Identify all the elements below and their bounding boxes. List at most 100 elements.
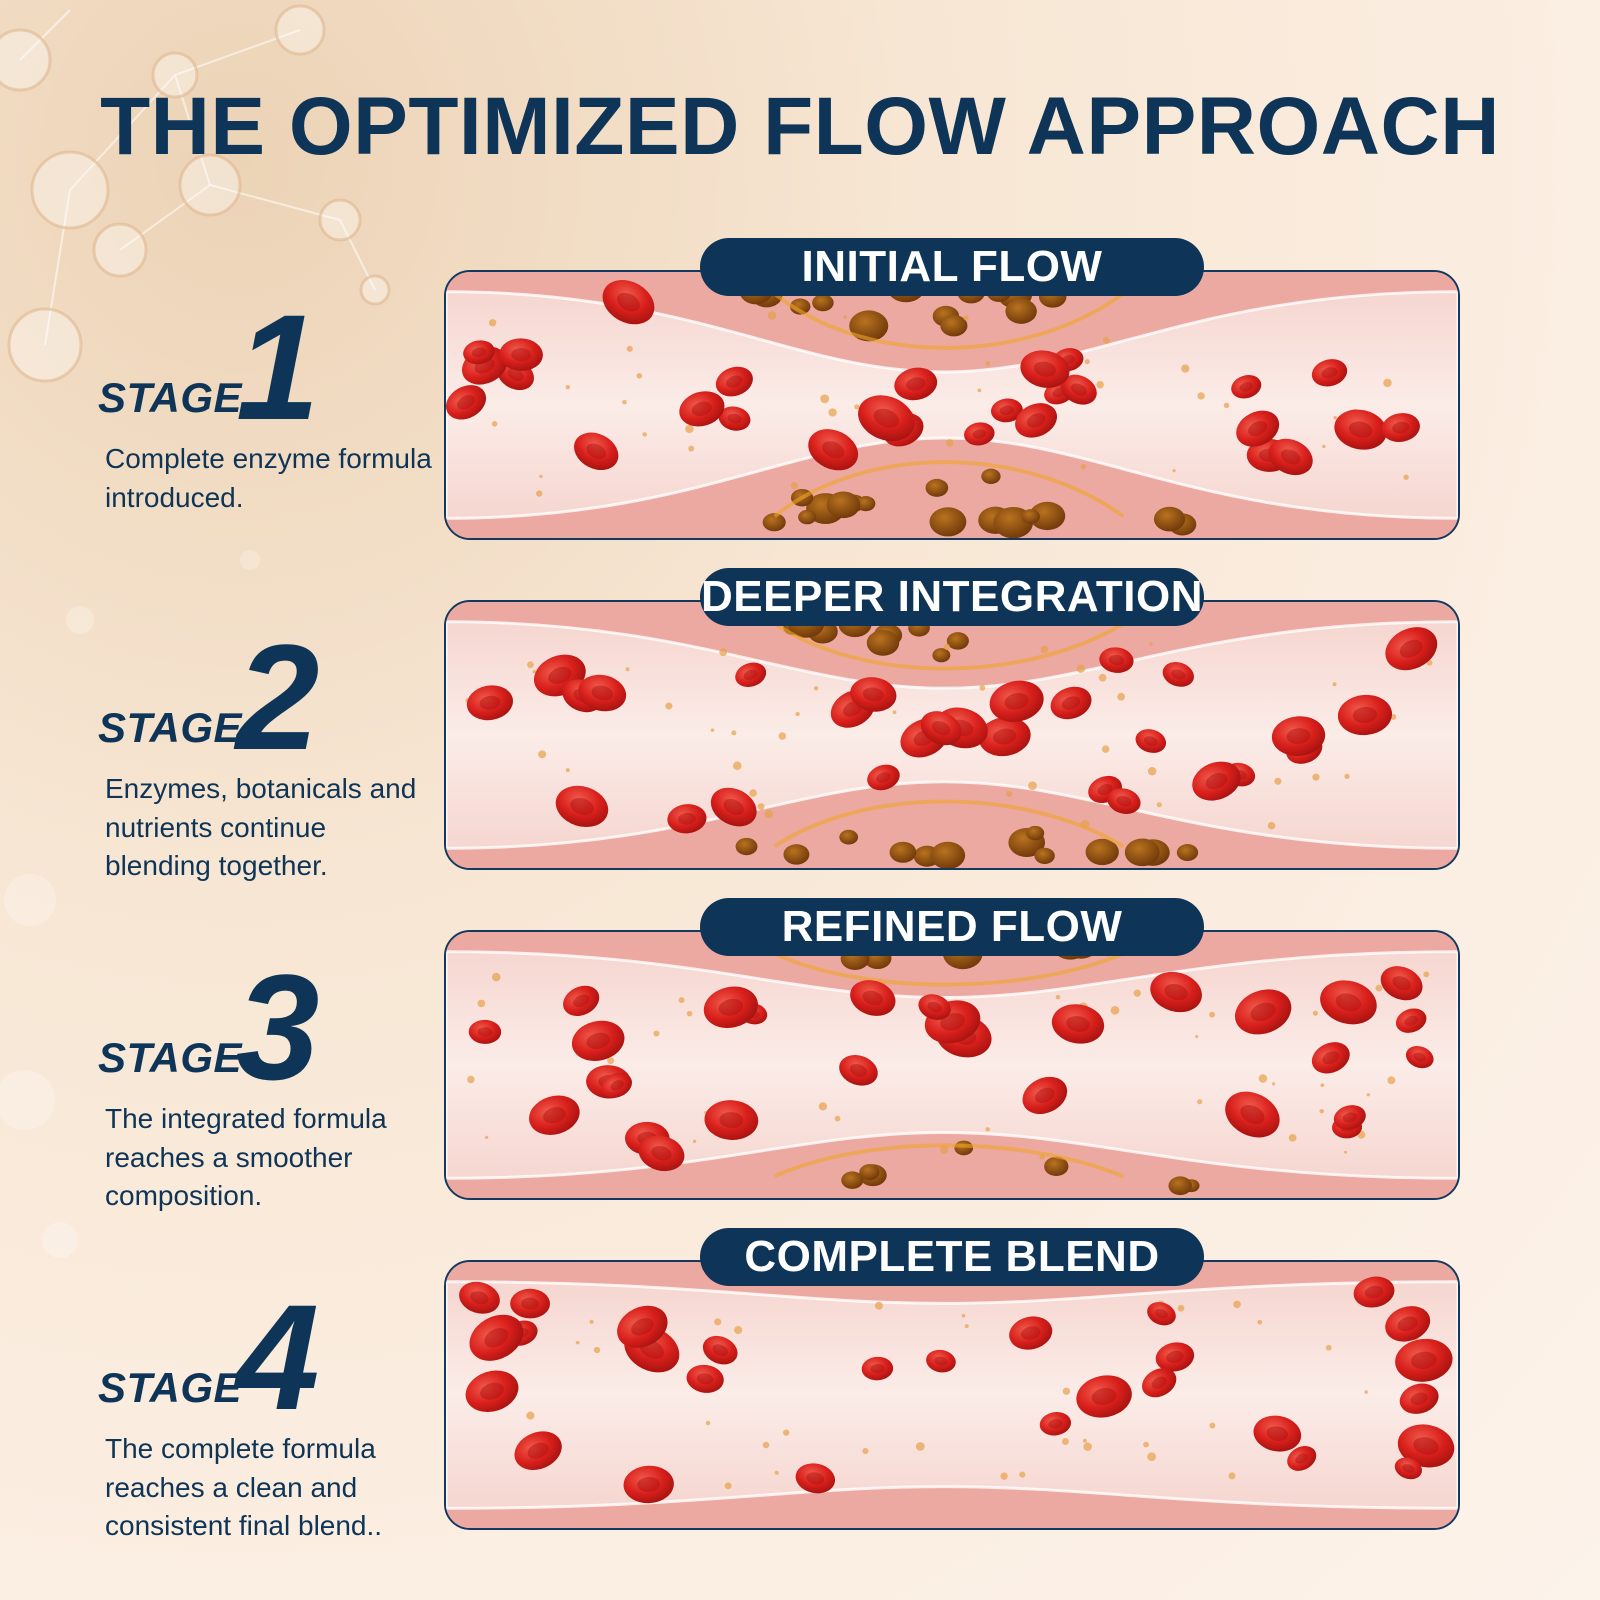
red-blood-cell-center (651, 1146, 672, 1161)
particle (874, 1301, 883, 1310)
particle (1084, 358, 1090, 365)
vessel-panel-2: DEEPER INTEGRATION (444, 568, 1460, 870)
red-blood-cell-center (631, 1318, 654, 1336)
particle (1223, 402, 1230, 409)
stage-label: STAGE (98, 1364, 243, 1411)
plaque-layer (773, 460, 1125, 518)
red-blood-cell (617, 1305, 668, 1348)
red-blood-cell-center (1166, 1351, 1184, 1363)
stage-description: Enzymes, botanicals and nutrients contin… (105, 773, 417, 881)
plaque-deposit (1176, 844, 1199, 862)
red-blood-cell (1320, 980, 1377, 1025)
red-blood-cell (602, 1072, 632, 1098)
particle (1117, 692, 1126, 701)
red-blood-cell (710, 787, 757, 827)
particle (795, 711, 800, 717)
red-blood-cell-center (1097, 783, 1113, 796)
vessel-panel-3: REFINED FLOW (444, 898, 1460, 1200)
vessel-illustration (444, 1260, 1460, 1530)
red-blood-cell-center (527, 1442, 549, 1459)
red-blood-cell-center (586, 1032, 610, 1050)
red-blood-cell-center (1413, 1437, 1439, 1455)
plaque-deposit (812, 294, 834, 312)
red-blood-cell (463, 340, 495, 365)
red-blood-cell (1311, 1042, 1350, 1074)
plaque-deposit (932, 648, 951, 663)
particle (1228, 1472, 1236, 1480)
plaque-deposit (849, 310, 889, 342)
red-blood-cell-center (457, 395, 475, 410)
plaque-deposit (841, 1171, 864, 1189)
red-blood-cell (1135, 729, 1167, 753)
particle (538, 750, 547, 759)
red-blood-cell (1385, 1306, 1431, 1342)
particle (1133, 989, 1141, 997)
particle (622, 399, 627, 405)
red-blood-cell (1039, 1412, 1072, 1436)
red-blood-cell (514, 1431, 562, 1470)
red-blood-cell-center (1171, 669, 1186, 680)
particle (1325, 1344, 1332, 1351)
red-blood-cell (529, 1095, 580, 1135)
particle (1364, 1390, 1368, 1394)
stage-description: The integrated formula reaches a smoothe… (105, 1103, 387, 1211)
red-blood-cell-center (570, 797, 594, 815)
red-blood-cell (1334, 409, 1387, 450)
red-blood-cell (686, 1364, 724, 1393)
particle (565, 768, 570, 773)
plaque-deposit (940, 314, 968, 337)
red-blood-cell-center (1392, 976, 1411, 991)
particle (1076, 664, 1086, 673)
red-blood-cell (1236, 410, 1280, 447)
particle (539, 474, 543, 479)
particle (710, 728, 715, 732)
red-blood-cell (1107, 788, 1141, 814)
vessel-lumen (446, 950, 1458, 1180)
particle (527, 661, 534, 669)
red-blood-cell-center (1321, 367, 1338, 379)
red-blood-cell (679, 391, 725, 427)
particle (665, 702, 673, 710)
particle (1156, 802, 1162, 808)
red-blood-cell (1381, 413, 1420, 443)
red-blood-cell-center (862, 687, 884, 702)
particle (636, 373, 643, 379)
red-blood-cell-center (477, 1027, 493, 1037)
particle (724, 1482, 732, 1490)
red-blood-cell-center (1348, 421, 1373, 438)
particle (1082, 1438, 1087, 1443)
red-blood-cell-center (617, 292, 640, 312)
particle (862, 1448, 869, 1455)
red-blood-cell (499, 338, 543, 371)
red-blood-cell (918, 994, 951, 1020)
particle (1312, 773, 1320, 781)
red-blood-cell-center (927, 1001, 942, 1013)
red-blood-cell-center (521, 1297, 540, 1310)
red-blood-cell-center (1034, 1087, 1055, 1104)
red-blood-cell-center (1280, 449, 1301, 465)
particle (1312, 1010, 1318, 1016)
particle (714, 1318, 722, 1326)
red-blood-cell-center (718, 998, 744, 1016)
red-blood-cell (1337, 694, 1393, 736)
red-blood-cell (468, 1019, 502, 1044)
particle (843, 315, 848, 320)
red-blood-cell-center (1205, 773, 1228, 790)
red-blood-cell-center (1020, 1326, 1041, 1340)
red-blood-cell (1399, 1383, 1439, 1414)
plaque-deposit (735, 837, 758, 856)
particle (1209, 1422, 1216, 1429)
particle (1333, 416, 1337, 420)
red-blood-cell (1394, 1457, 1422, 1480)
red-blood-cell-center (1295, 1453, 1309, 1464)
particle (485, 1135, 489, 1139)
red-blood-cell (1009, 1316, 1053, 1350)
red-blood-cell (718, 406, 751, 431)
red-blood-cell-center (1410, 1392, 1428, 1405)
plaque-deposit (1044, 1156, 1069, 1177)
red-blood-cell-center (712, 1344, 728, 1357)
red-blood-cell-center (1250, 1002, 1276, 1022)
red-blood-cell (1061, 374, 1097, 405)
